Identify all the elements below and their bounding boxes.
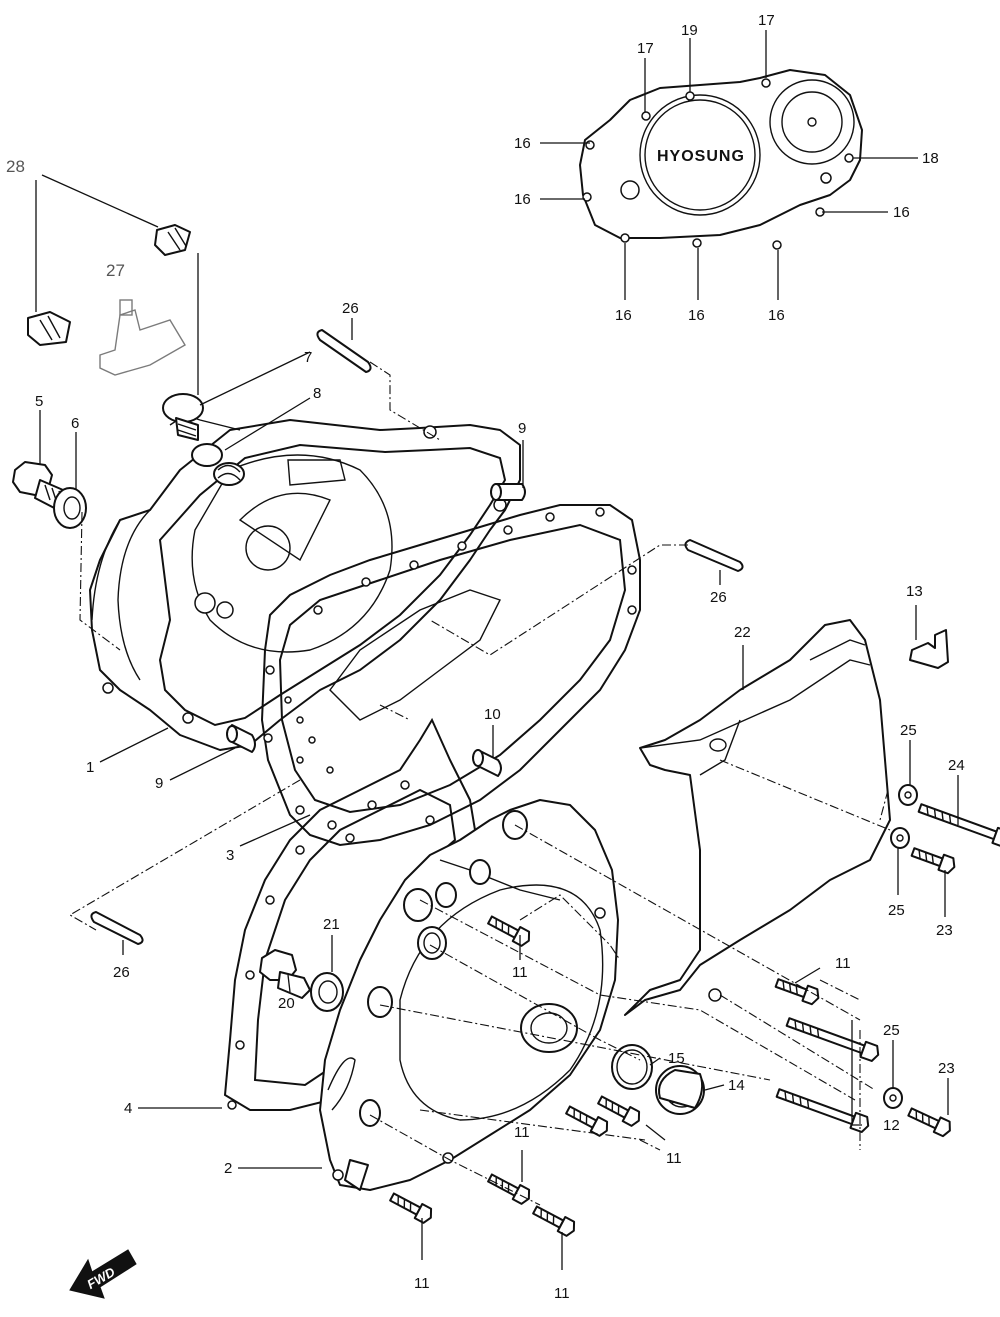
callout-2: 2 xyxy=(224,1160,232,1177)
callout-27: 27 xyxy=(106,261,125,280)
callout-12: 12 xyxy=(883,1117,900,1134)
callout-25-c: 25 xyxy=(883,1022,900,1039)
callout-9-upper: 9 xyxy=(518,420,526,437)
callout-26-b: 26 xyxy=(710,589,727,606)
o-ring-15 xyxy=(611,1044,653,1090)
gasket-bolt-holes xyxy=(263,507,637,843)
callout-6: 6 xyxy=(71,415,79,432)
bolt-12-b xyxy=(774,1084,872,1135)
bolt-11-e xyxy=(485,1169,534,1207)
dowel-pin-upper xyxy=(490,483,526,501)
callout-11-c: 11 xyxy=(514,1124,530,1141)
callout-labels: 1 2 3 4 5 6 7 8 9 9 10 11 11 11 11 11 11… xyxy=(6,12,965,1302)
bolt-11-b xyxy=(773,974,823,1007)
clip-26-c xyxy=(90,911,144,945)
clutch-cover-2 xyxy=(319,799,619,1191)
callout-17-a: 17 xyxy=(637,40,654,57)
clip-26-b xyxy=(684,539,744,572)
outer-clutch-cover: HYOSUNG xyxy=(579,69,863,250)
leader-lines xyxy=(35,30,959,1270)
washer-25-b xyxy=(890,827,910,849)
bolt-11-c xyxy=(563,1101,612,1139)
washer-25-c xyxy=(883,1087,903,1109)
callout-11-e: 11 xyxy=(414,1275,430,1292)
bolt-11-g xyxy=(387,1188,436,1226)
clamp-28-lower xyxy=(27,311,71,346)
callout-24: 24 xyxy=(948,757,965,774)
callout-16-c: 16 xyxy=(893,204,910,221)
crankcase-cover xyxy=(89,414,521,751)
callout-10: 10 xyxy=(484,706,501,723)
callout-19: 19 xyxy=(681,22,698,39)
bolt-12-a xyxy=(784,1013,882,1064)
callout-5: 5 xyxy=(35,393,43,410)
bracket-13 xyxy=(909,629,949,669)
filler-o-ring xyxy=(191,443,245,486)
callout-16-a: 16 xyxy=(514,135,531,152)
logo-text: HYOSUNG xyxy=(657,148,745,165)
drain-washer xyxy=(53,487,87,529)
callout-3: 3 xyxy=(226,847,234,864)
callout-14: 14 xyxy=(728,1077,745,1094)
callout-11-f: 11 xyxy=(554,1285,570,1302)
washer-21 xyxy=(310,972,344,1012)
callout-26-a: 26 xyxy=(342,300,359,317)
callout-23-b: 23 xyxy=(938,1060,955,1077)
dowel-pin-10 xyxy=(472,749,502,777)
plug-cap-14 xyxy=(655,1065,705,1115)
callout-7: 7 xyxy=(304,349,312,366)
sprocket-cover-22 xyxy=(624,619,891,1016)
callout-1: 1 xyxy=(86,759,94,776)
callout-25-b: 25 xyxy=(888,902,905,919)
bolt-11-f xyxy=(530,1201,579,1239)
callout-11-b: 11 xyxy=(835,955,851,972)
callout-16-f: 16 xyxy=(768,307,785,324)
callout-28: 28 xyxy=(6,157,25,176)
callout-26-c: 26 xyxy=(113,964,130,981)
callout-9-lower: 9 xyxy=(155,775,163,792)
callout-16-e: 16 xyxy=(688,307,705,324)
callout-17-b: 17 xyxy=(758,12,775,29)
bolt-23-a xyxy=(909,843,959,876)
callout-4: 4 xyxy=(124,1100,132,1117)
filler-cap xyxy=(162,393,204,441)
washer-25-a xyxy=(898,784,918,806)
callout-16-d: 16 xyxy=(615,307,632,324)
bolt-23-b xyxy=(905,1103,955,1139)
callout-16-b: 16 xyxy=(514,191,531,208)
clamp-28-upper xyxy=(154,224,191,256)
fwd-arrow: FWD xyxy=(69,1249,137,1299)
callout-11-a: 11 xyxy=(512,964,528,981)
callout-13: 13 xyxy=(906,583,923,600)
drain-plug-20 xyxy=(259,949,311,999)
clip-26-a xyxy=(316,329,372,373)
callout-20: 20 xyxy=(278,995,295,1012)
callout-21: 21 xyxy=(323,916,340,933)
gasket-3 xyxy=(260,504,641,847)
callout-8: 8 xyxy=(313,385,321,402)
callout-22: 22 xyxy=(734,624,751,641)
alignment-lines xyxy=(68,361,891,1206)
dowel-pin-lower xyxy=(226,724,256,753)
callout-15: 15 xyxy=(668,1050,685,1067)
callout-18: 18 xyxy=(922,150,939,167)
callout-25-a: 25 xyxy=(900,722,917,739)
bracket-27 xyxy=(99,299,186,376)
callout-23-a: 23 xyxy=(936,922,953,939)
callout-11-d: 11 xyxy=(666,1150,682,1167)
